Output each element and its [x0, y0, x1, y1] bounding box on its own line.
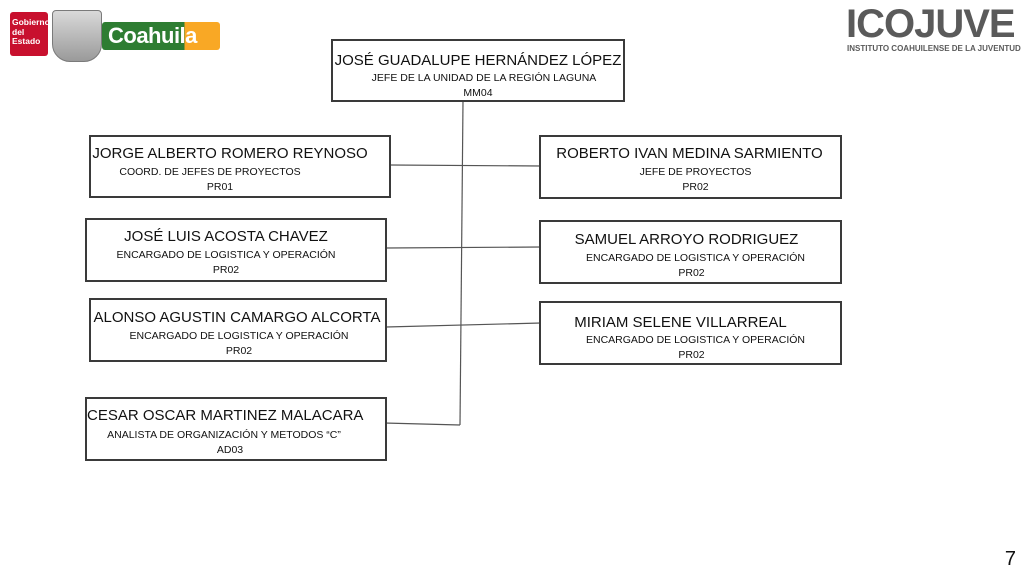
connector-row4 [383, 422, 461, 426]
connector-row3 [385, 322, 542, 328]
org-box-left-4: CESAR OSCAR MARTINEZ MALACARA ANALISTA D… [85, 397, 387, 461]
person-name: JORGE ALBERTO ROMERO REYNOSO [92, 145, 368, 162]
person-role: ANALISTA DE ORGANIZACIÓN Y METODOS “C” [107, 429, 341, 441]
person-role: JEFE DE LA UNIDAD DE LA REGIÓN LAGUNA [371, 72, 597, 84]
coat-of-arms-icon [52, 10, 102, 62]
coahuila-wordmark: Coahuila [102, 22, 220, 50]
person-code: AD03 [216, 444, 244, 456]
org-box-right-2: SAMUEL ARROYO RODRIGUEZ ENCARGADO DE LOG… [539, 220, 842, 284]
person-name: JOSÉ LUIS ACOSTA CHAVEZ [124, 228, 328, 245]
person-name: ROBERTO IVAN MEDINA SARMIENTO [556, 145, 823, 162]
coahuila-text: Coahuila [108, 23, 197, 48]
person-role: ENCARGADO DE LOGISTICA Y OPERACIÓN [586, 334, 805, 346]
person-role: ENCARGADO DE LOGISTICA Y OPERACIÓN [586, 252, 805, 264]
person-code: MM04 [463, 87, 493, 99]
gobierno-coahuila-logo: Gobierno del Estado Coahuila [10, 10, 220, 62]
icojuve-wordmark: ICOJUVE [846, 2, 1016, 46]
gobierno-del-estado-badge: Gobierno del Estado [10, 12, 50, 56]
person-code: PR02 [682, 181, 709, 193]
gobierno-line3: Estado [12, 36, 41, 46]
connector-row1 [389, 164, 542, 167]
person-name: SAMUEL ARROYO RODRIGUEZ [574, 231, 799, 248]
trunk-line [459, 100, 464, 426]
org-box-left-1: JORGE ALBERTO ROMERO REYNOSO COORD. DE J… [89, 135, 391, 198]
connector-row2 [385, 246, 542, 249]
person-code: PR01 [206, 181, 234, 193]
person-role: ENCARGADO DE LOGISTICA Y OPERACIÓN [116, 249, 336, 261]
org-box-left-3: ALONSO AGUSTIN CAMARGO ALCORTA ENCARGADO… [89, 298, 387, 362]
person-code: PR02 [678, 349, 705, 361]
page-number: 7 [1004, 548, 1016, 570]
gobierno-line2: del [12, 27, 25, 37]
person-role: JEFE DE PROYECTOS [639, 166, 752, 178]
person-code: PR02 [212, 264, 240, 276]
person-name: CESAR OSCAR MARTINEZ MALACARA [87, 407, 364, 424]
icojuve-subtitle: INSTITUTO COAHUILENSE DE LA JUVENTUD [847, 44, 1021, 53]
person-role: COORD. DE JEFES DE PROYECTOS [119, 166, 301, 178]
person-name: JOSÉ GUADALUPE HERNÁNDEZ LÓPEZ [334, 52, 622, 69]
gobierno-line1: Gobierno [12, 17, 50, 27]
person-name: ALONSO AGUSTIN CAMARGO ALCORTA [93, 309, 381, 326]
person-code: PR02 [678, 267, 705, 279]
icojuve-logo: ICOJUVE INSTITUTO COAHUILENSE DE LA JUVE… [846, 2, 1021, 56]
org-box-head: JOSÉ GUADALUPE HERNÁNDEZ LÓPEZ JEFE DE L… [331, 39, 625, 102]
person-name: MIRIAM SELENE VILLARREAL [574, 314, 787, 331]
org-box-right-3: MIRIAM SELENE VILLARREAL ENCARGADO DE LO… [539, 301, 842, 365]
person-role: ENCARGADO DE LOGISTICA Y OPERACIÓN [129, 330, 349, 342]
org-box-left-2: JOSÉ LUIS ACOSTA CHAVEZ ENCARGADO DE LOG… [85, 218, 387, 282]
org-box-right-1: ROBERTO IVAN MEDINA SARMIENTO JEFE DE PR… [539, 135, 842, 199]
person-code: PR02 [225, 345, 253, 357]
